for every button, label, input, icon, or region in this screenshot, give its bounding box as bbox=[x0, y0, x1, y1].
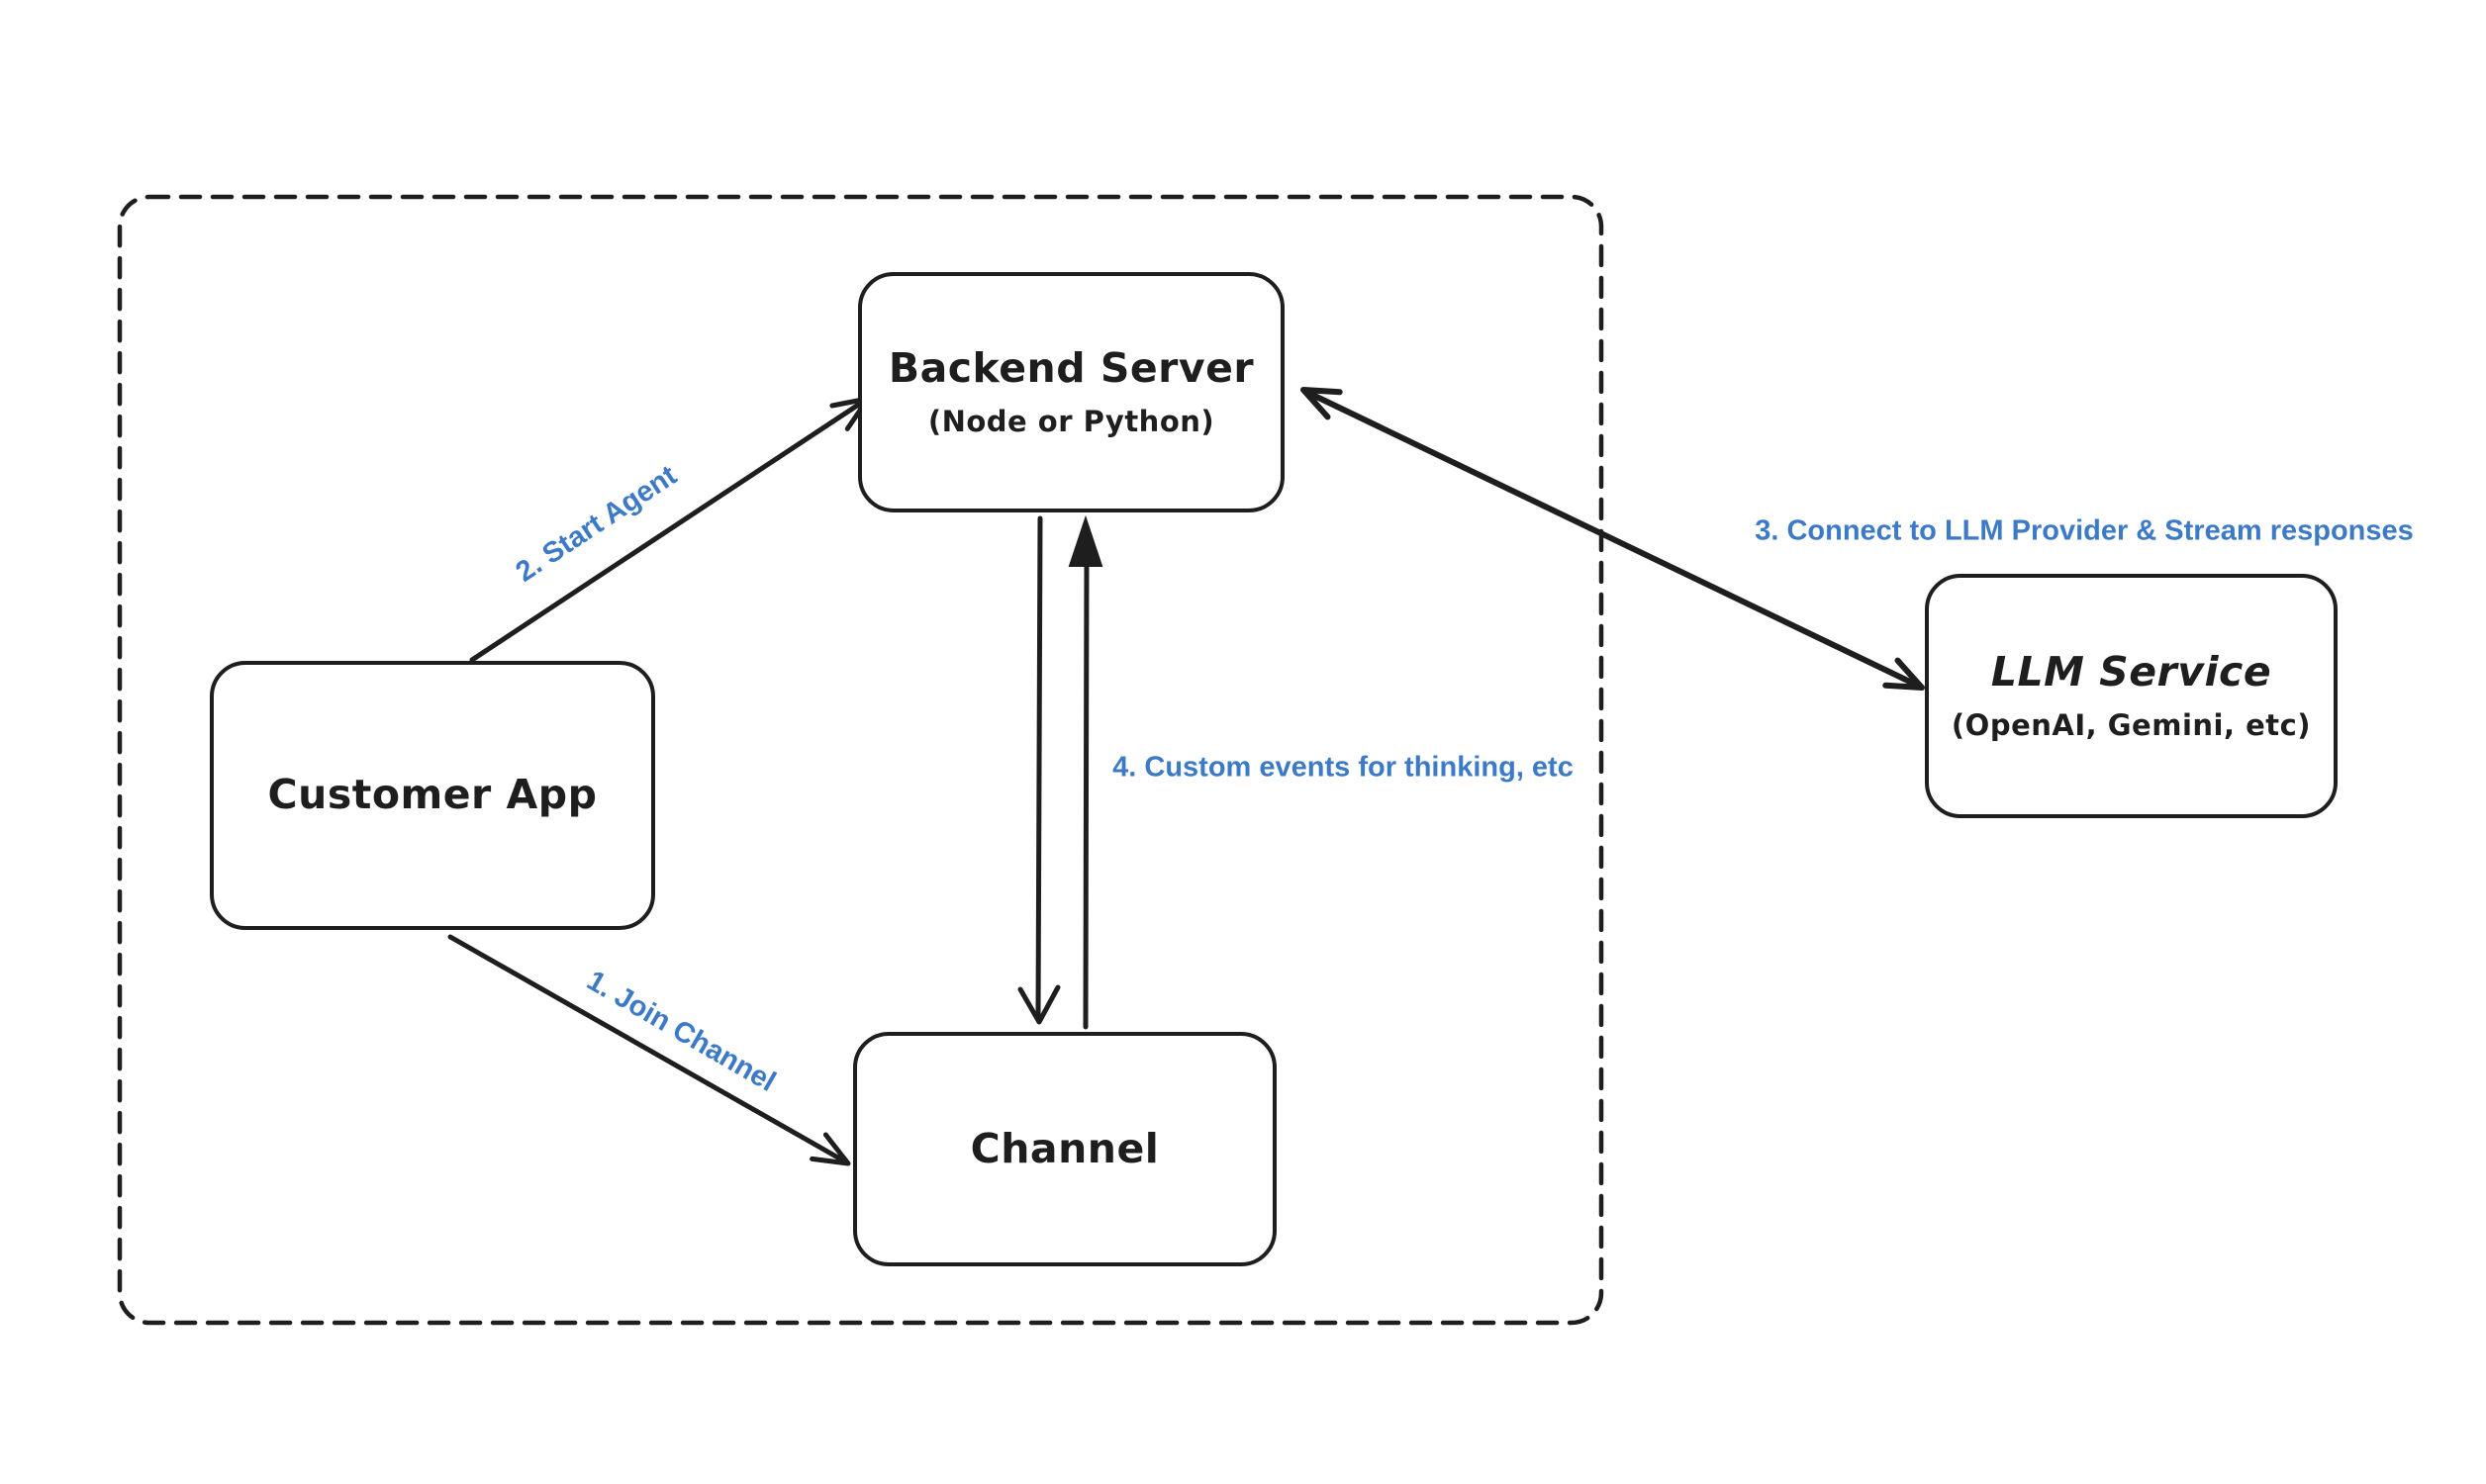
arrow-start-agent bbox=[469, 396, 871, 663]
arrow-join-channel bbox=[447, 934, 851, 1166]
node-backend-server: Backend Server (Node or Python) bbox=[858, 272, 1285, 512]
channel-title: Channel bbox=[970, 1124, 1160, 1172]
edge-label-custom-events: 4. Custom events for thinking, etc bbox=[1112, 751, 1574, 784]
arrow-events-up bbox=[1068, 514, 1103, 1030]
customer-app-title: Customer App bbox=[267, 771, 598, 819]
arrow-events-down bbox=[1017, 515, 1061, 1025]
backend-server-title: Backend Server bbox=[888, 344, 1255, 392]
edge-label-connect-llm: 3. Connect to LLM Provider & Stream resp… bbox=[1755, 514, 2414, 547]
node-customer-app: Customer App bbox=[210, 661, 655, 930]
llm-service-title: LLM Service bbox=[1990, 648, 2272, 696]
arrow-connect-llm bbox=[1300, 387, 1925, 691]
llm-service-subtitle: (OpenAI, Gemini, etc) bbox=[1951, 708, 2312, 743]
boundary-dashed-box bbox=[117, 194, 1604, 1326]
node-channel: Channel bbox=[853, 1032, 1277, 1266]
node-llm-service: LLM Service (OpenAI, Gemini, etc) bbox=[1925, 574, 2338, 818]
backend-server-subtitle: (Node or Python) bbox=[927, 405, 1215, 439]
